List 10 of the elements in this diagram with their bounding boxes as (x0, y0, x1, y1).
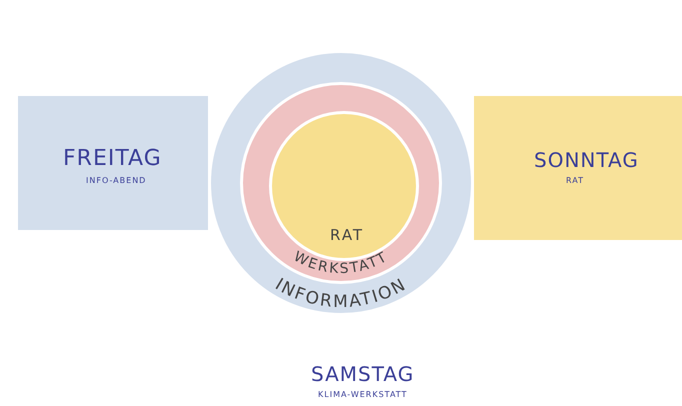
heading: FREITAG (63, 146, 162, 171)
band (18, 96, 208, 230)
ring-text: WERKSTATT (290, 248, 392, 278)
subheading: KLIMA-WERKSTATT (318, 390, 408, 399)
heading: SAMSTAG (311, 362, 414, 386)
heading: SONNTAG (534, 148, 639, 172)
band (474, 96, 682, 240)
subheading: INFO-ABEND (86, 176, 146, 185)
ring-text: RAT (330, 226, 364, 244)
subheading: RAT (566, 176, 584, 185)
